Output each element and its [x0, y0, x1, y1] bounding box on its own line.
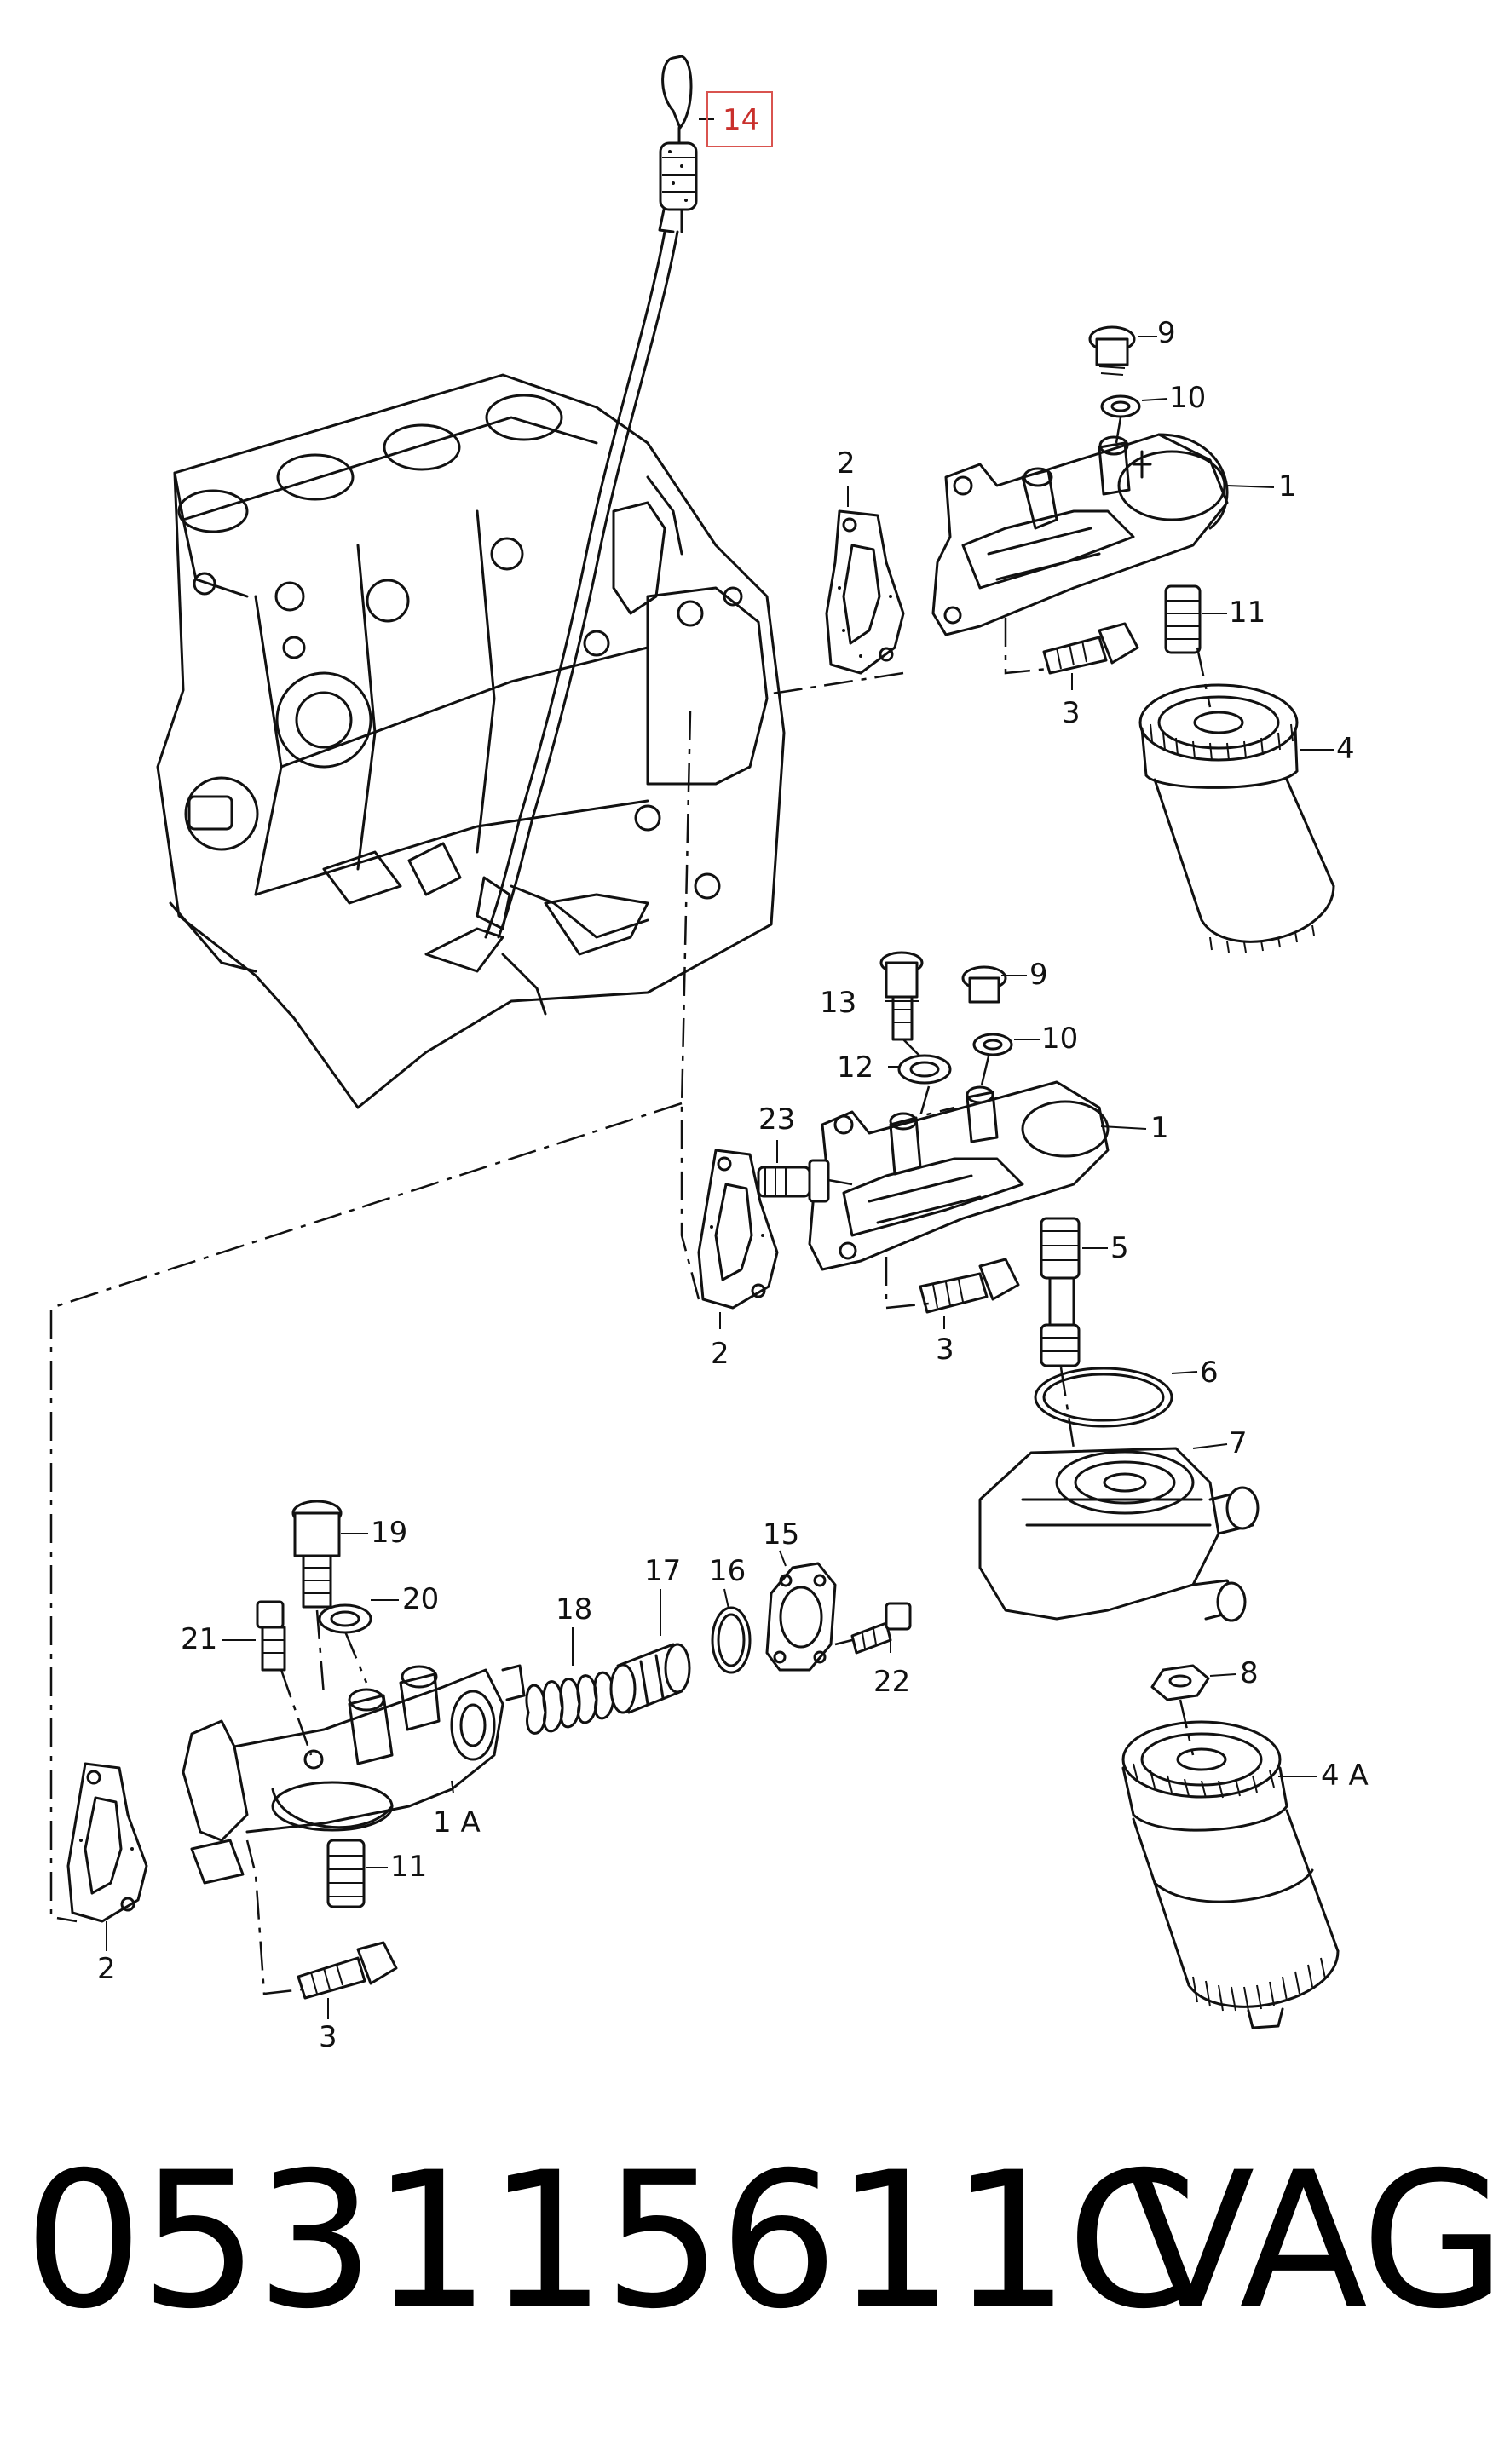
- callout-11-upper: 11: [1229, 596, 1265, 630]
- callout-8: 8: [1240, 1656, 1259, 1690]
- callout-1-middle: 1: [1150, 1111, 1169, 1145]
- callout-10-middle: 10: [1041, 1022, 1078, 1056]
- callout-18: 18: [556, 1592, 592, 1626]
- spring-18: [525, 1671, 615, 1735]
- bolt-lower: [297, 1941, 398, 2000]
- plug-screw-upper: [1088, 325, 1136, 376]
- leader-lines: [106, 118, 1334, 2019]
- callout-5: 5: [1110, 1231, 1129, 1265]
- gasket-middle: [697, 1149, 779, 1310]
- callout-13: 13: [820, 986, 856, 1020]
- plug-screw-middle: [961, 965, 1007, 1004]
- callout-7: 7: [1229, 1426, 1248, 1460]
- connector-11-lower: [326, 1839, 366, 1908]
- bolt-upper: [1042, 622, 1139, 675]
- gasket-lower: [66, 1762, 148, 1923]
- highlight-box: [706, 91, 773, 147]
- screw-plug-13: [879, 951, 924, 1041]
- construction-lines: [49, 417, 1212, 1995]
- engine-block: [156, 373, 786, 1109]
- seal-ring-20: [318, 1603, 372, 1634]
- connector-21: [256, 1600, 286, 1672]
- callout-1a: 1 A: [433, 1805, 481, 1839]
- callout-14: 14: [723, 103, 759, 137]
- bolt-middle: [919, 1258, 1020, 1314]
- callout-11-lower: 11: [390, 1850, 427, 1884]
- bolt-22: [850, 1602, 912, 1655]
- gasket-upper: [825, 509, 905, 675]
- o-ring-6: [1034, 1367, 1173, 1428]
- seal-ring-12: [897, 1054, 952, 1085]
- callout-23: 23: [758, 1102, 795, 1137]
- o-ring-16: [711, 1606, 752, 1674]
- callout-2-upper: 2: [837, 446, 856, 481]
- upper-oil-filter-flange: [931, 433, 1229, 636]
- callout-2-middle: 2: [711, 1337, 729, 1371]
- callout-9-middle: 9: [1029, 958, 1048, 992]
- callout-2-lower: 2: [97, 1952, 116, 1986]
- callout-3-lower: 3: [319, 2020, 337, 2054]
- callout-19: 19: [371, 1516, 407, 1550]
- callout-6: 6: [1200, 1356, 1219, 1390]
- cover-15: [765, 1562, 837, 1672]
- callout-numbers: 14 9 10 1 2 11 3 4 13 9 10 12 23 1 5 2 3…: [97, 103, 1369, 2054]
- callout-17: 17: [644, 1554, 681, 1588]
- callout-4-upper: 4: [1336, 732, 1355, 766]
- threaded-connector-upper: [1164, 584, 1202, 654]
- seal-ring-middle: [972, 1033, 1013, 1056]
- callout-12: 12: [837, 1051, 873, 1085]
- callout-3-middle: 3: [936, 1333, 954, 1367]
- part-number: 053115611C: [24, 2132, 1197, 2350]
- callout-22: 22: [873, 1665, 910, 1699]
- callout-4a: 4 A: [1321, 1759, 1369, 1793]
- nut-8: [1150, 1664, 1210, 1701]
- callout-3-upper: 3: [1062, 696, 1081, 730]
- callout-16: 16: [709, 1554, 746, 1588]
- pressure-switch-23: [757, 1159, 830, 1203]
- callout-9-upper: 9: [1157, 316, 1176, 350]
- lower-filter-bracket: [182, 1664, 526, 1885]
- oil-cooler-7: [978, 1447, 1260, 1622]
- connecting-pipe-5: [1040, 1217, 1081, 1367]
- brand-label: VAG: [1127, 2132, 1493, 2350]
- callout-1-upper: 1: [1278, 469, 1297, 504]
- callout-10-upper: 10: [1169, 381, 1206, 415]
- callout-15: 15: [763, 1517, 799, 1552]
- plug-19: [291, 1500, 343, 1609]
- dipstick: [476, 55, 698, 939]
- piston-17: [609, 1643, 691, 1714]
- oil-filter-upper: [1138, 683, 1335, 953]
- callout-21: 21: [181, 1622, 217, 1656]
- seal-ring-upper: [1100, 394, 1141, 418]
- oil-filter-4a: [1121, 1720, 1340, 2029]
- callout-20: 20: [402, 1582, 439, 1616]
